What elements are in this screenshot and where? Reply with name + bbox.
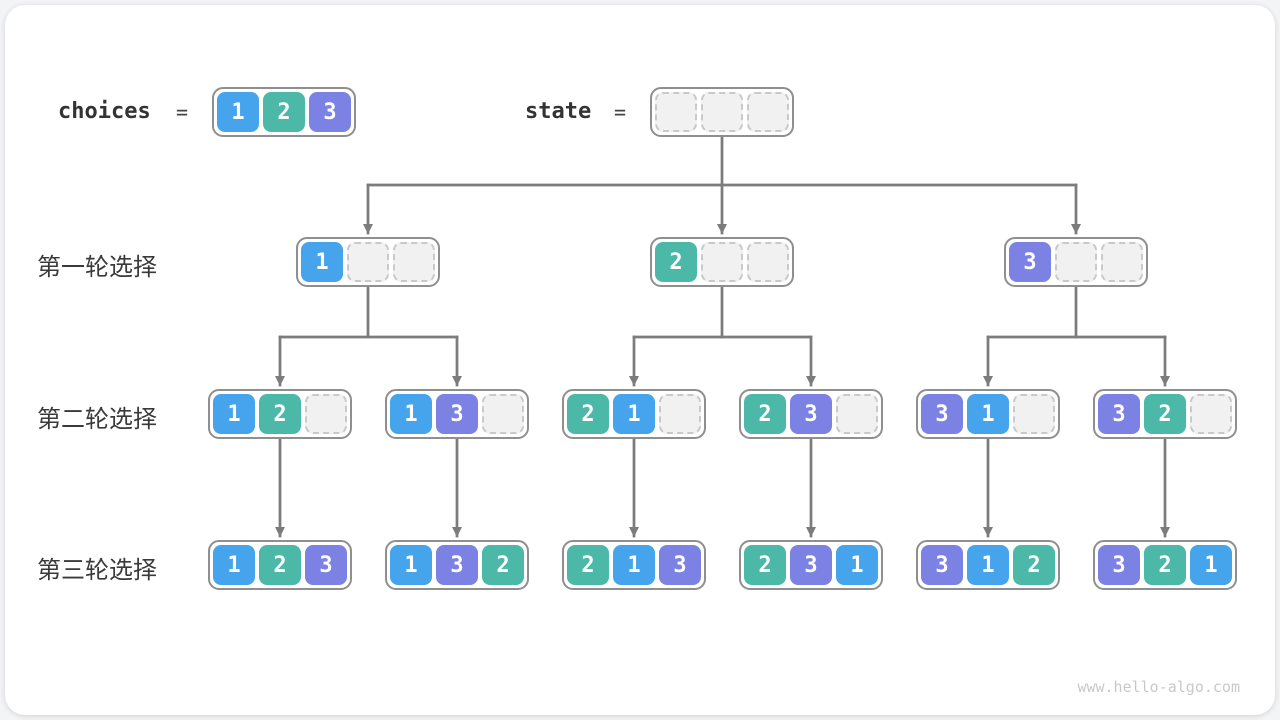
round-label-1: 第一轮选择 [37,254,157,281]
choice-cell-1: 1 [390,545,432,585]
choice-cell-3: 3 [305,545,347,585]
choice-cell-2: 2 [744,394,786,434]
empty-slot [482,394,524,434]
empty-slot [747,92,789,132]
choice-cell-1: 1 [390,394,432,434]
choice-cell-1: 1 [613,394,655,434]
empty-slot [701,92,743,132]
empty-slot [747,242,789,282]
choice-cell-2: 2 [482,545,524,585]
choice-cell-3: 3 [659,545,701,585]
choice-cell-1: 1 [213,394,255,434]
choice-cell-1: 1 [1190,545,1232,585]
watermark: www.hello-algo.com [1077,678,1240,696]
choice-cell-2: 2 [1144,545,1186,585]
tree-node-r1-1: 1 [296,237,440,287]
empty-slot [1013,394,1055,434]
state-keyword: state [525,99,592,124]
empty-slot [701,242,743,282]
empty-slot [347,242,389,282]
choices-equals-sign: = [176,100,189,124]
choice-cell-1: 1 [213,545,255,585]
choice-cell-1: 1 [967,545,1009,585]
choice-cell-2: 2 [263,92,305,132]
choice-cell-2: 2 [744,545,786,585]
choice-cell-1: 1 [301,242,343,282]
choice-cell-3: 3 [1098,394,1140,434]
choice-cell-3: 3 [1098,545,1140,585]
empty-slot [836,394,878,434]
round-label-2: 第二轮选择 [37,406,157,433]
empty-slot [655,92,697,132]
empty-slot [1101,242,1143,282]
state-box [650,87,794,137]
choice-cell-3: 3 [309,92,351,132]
choice-cell-1: 1 [836,545,878,585]
choice-cell-3: 3 [436,545,478,585]
empty-slot [1190,394,1232,434]
choice-cell-3: 3 [790,545,832,585]
choice-cell-2: 2 [259,545,301,585]
round-label-3: 第三轮选择 [37,557,157,584]
choice-cell-2: 2 [1144,394,1186,434]
choice-cell-3: 3 [436,394,478,434]
empty-slot [659,394,701,434]
tree-node-r1-2: 2 [650,237,794,287]
choice-cell-2: 2 [655,242,697,282]
choice-cell-2: 2 [1013,545,1055,585]
choice-cell-2: 2 [259,394,301,434]
choice-cell-2: 2 [567,545,609,585]
choices-keyword: choices [58,99,151,124]
choice-cell-1: 1 [967,394,1009,434]
choice-cell-1: 1 [613,545,655,585]
empty-slot [393,242,435,282]
empty-slot [305,394,347,434]
tree-node-r1-3: 3 [1004,237,1148,287]
state-equals-sign: = [614,100,627,124]
choice-cell-3: 3 [921,394,963,434]
choice-cell-2: 2 [567,394,609,434]
choice-cell-3: 3 [790,394,832,434]
choice-cell-3: 3 [1009,242,1051,282]
choice-cell-1: 1 [217,92,259,132]
choice-cell-3: 3 [921,545,963,585]
empty-slot [1055,242,1097,282]
